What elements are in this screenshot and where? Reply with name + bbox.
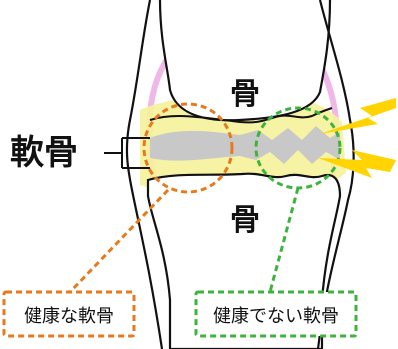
healthy-cartilage-box <box>2 290 136 338</box>
upper-bone <box>158 0 332 122</box>
thigh-outline-left <box>125 0 164 349</box>
cartilage-label: 軟骨 <box>10 133 78 173</box>
unhealthy-leader-line <box>268 187 300 293</box>
lightning-bolt-icon <box>318 150 396 178</box>
cartilage-bracket <box>104 137 150 169</box>
healthy-cartilage-label: 健康な軟骨 <box>24 306 114 327</box>
unhealthy-cartilage-box <box>194 290 358 338</box>
upper-bone-label: 骨 <box>230 77 260 112</box>
unhealthy-cartilage-label: 健康でない軟骨 <box>213 306 339 327</box>
healthy-cartilage-marker <box>142 102 234 194</box>
lower-bone-label: 骨 <box>230 203 260 238</box>
joint-gap <box>150 126 340 164</box>
lightning-bolt-icon <box>320 98 396 134</box>
healthy-leader-line <box>68 188 170 294</box>
